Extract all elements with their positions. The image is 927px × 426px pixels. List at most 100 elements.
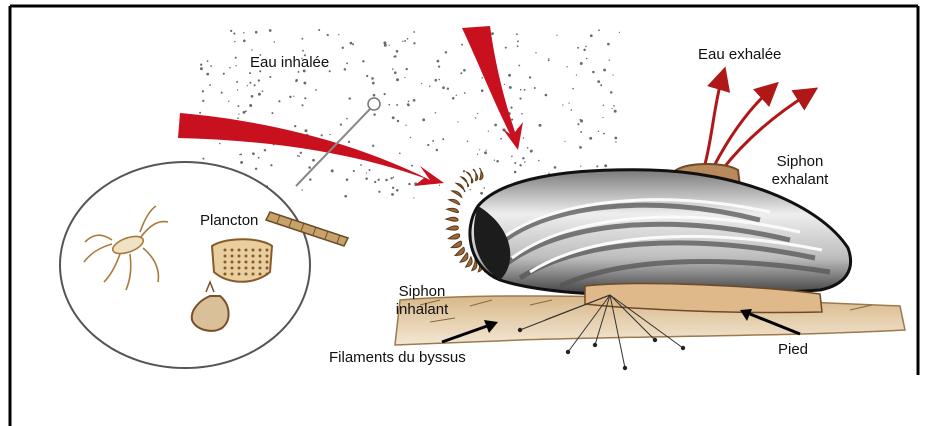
plankton-dot (245, 273, 248, 276)
particle-dot (206, 73, 209, 76)
particle-dot (342, 47, 344, 49)
particle-dot (321, 134, 323, 136)
particle-dot (297, 155, 299, 157)
particle-dot (556, 35, 557, 36)
particle-dot (233, 33, 235, 35)
particle-dot (396, 189, 399, 192)
particle-dot (611, 108, 612, 109)
particle-dot (585, 46, 587, 48)
particle-dot (252, 152, 255, 155)
particle-dot (477, 154, 478, 155)
label-siphon-exhalant-line2: exhalant (760, 171, 840, 189)
label-siphon-exhalant-line1: Siphon (760, 153, 840, 171)
particle-dot (439, 185, 440, 186)
particle-dot (269, 76, 271, 78)
fringe-tentacle (473, 169, 478, 181)
particle-dot (404, 77, 405, 78)
particle-dot (586, 58, 588, 60)
particle-dot (251, 95, 254, 98)
particle-dot (255, 31, 258, 34)
particle-dot (237, 105, 239, 107)
plankton-dot (224, 255, 227, 258)
particle-dot (235, 57, 237, 59)
particle-dot (568, 102, 569, 103)
particle-dot (522, 157, 524, 159)
particle-dot (518, 65, 520, 67)
particle-dot (456, 95, 457, 96)
particle-dot (529, 76, 531, 78)
particle-dot (589, 137, 592, 140)
particle-dot (613, 105, 615, 107)
particle-dot (405, 125, 406, 126)
plankton-dot (231, 255, 234, 258)
particle-dot (494, 160, 495, 161)
particle-dot (315, 89, 317, 91)
particle-dot (413, 197, 414, 198)
particle-dot (301, 104, 303, 106)
particle-dot (577, 47, 579, 49)
particle-dot (390, 177, 392, 179)
particle-dot (614, 110, 617, 113)
plankton-dot (259, 249, 262, 252)
fringe-tentacle (451, 241, 461, 248)
particle-dot (329, 134, 330, 135)
plankton-dot (259, 273, 262, 276)
particle-dot (463, 69, 466, 72)
particle-dot (391, 193, 394, 196)
plankton-dot (266, 255, 269, 258)
particle-dot (577, 123, 579, 125)
particle-dot (519, 164, 521, 166)
particle-dot (294, 125, 296, 127)
particle-dot (360, 164, 362, 166)
particle-dot (243, 39, 246, 42)
particle-dot (496, 160, 499, 163)
particle-dot (238, 113, 239, 114)
particle-dot (479, 149, 480, 150)
plankton-dot (224, 261, 227, 264)
particle-dot (305, 129, 308, 132)
label-siphon-inhalant-line2: inhalant (382, 301, 462, 319)
particle-dot (457, 121, 458, 122)
particle-dot (517, 45, 519, 47)
particle-dot (202, 90, 204, 92)
plankton-dot (252, 261, 255, 264)
particle-dot (338, 34, 339, 35)
particle-dot (411, 165, 413, 167)
particle-dot (480, 192, 483, 195)
particle-dot (369, 169, 371, 171)
particle-dot (207, 60, 209, 62)
particle-dot (304, 97, 306, 99)
label-plancton: Plancton (200, 212, 258, 230)
fringe-tentacle (467, 172, 473, 183)
particle-dot (237, 89, 238, 90)
fringe-tentacle (452, 191, 462, 198)
particle-dot (340, 123, 342, 125)
particle-dot (477, 113, 478, 114)
particle-dot (517, 40, 519, 42)
particle-dot (600, 84, 602, 86)
particle-dot (538, 160, 540, 162)
particle-dot (302, 50, 304, 52)
particle-dot (467, 141, 469, 143)
plankton-dot (266, 261, 269, 264)
particle-dot (524, 161, 525, 162)
particle-dot (392, 116, 395, 119)
label-eau-inhalee: Eau inhalée (250, 54, 329, 72)
particle-dot (397, 120, 399, 122)
particle-dot (349, 97, 351, 99)
particle-dot (396, 50, 399, 53)
particle-dot (494, 124, 497, 127)
particle-dot (554, 166, 557, 169)
particle-dot (452, 97, 455, 100)
particle-dot (235, 65, 236, 66)
particle-dot (371, 77, 374, 80)
plankton-dot (252, 267, 255, 270)
particle-dot (399, 152, 401, 154)
particle-dot (484, 151, 487, 154)
particle-dot (219, 143, 221, 145)
particle-dot (258, 157, 260, 159)
particle-dot (421, 83, 422, 84)
particle-dot (438, 79, 439, 80)
particle-dot (530, 150, 533, 153)
particle-dot (228, 101, 229, 102)
